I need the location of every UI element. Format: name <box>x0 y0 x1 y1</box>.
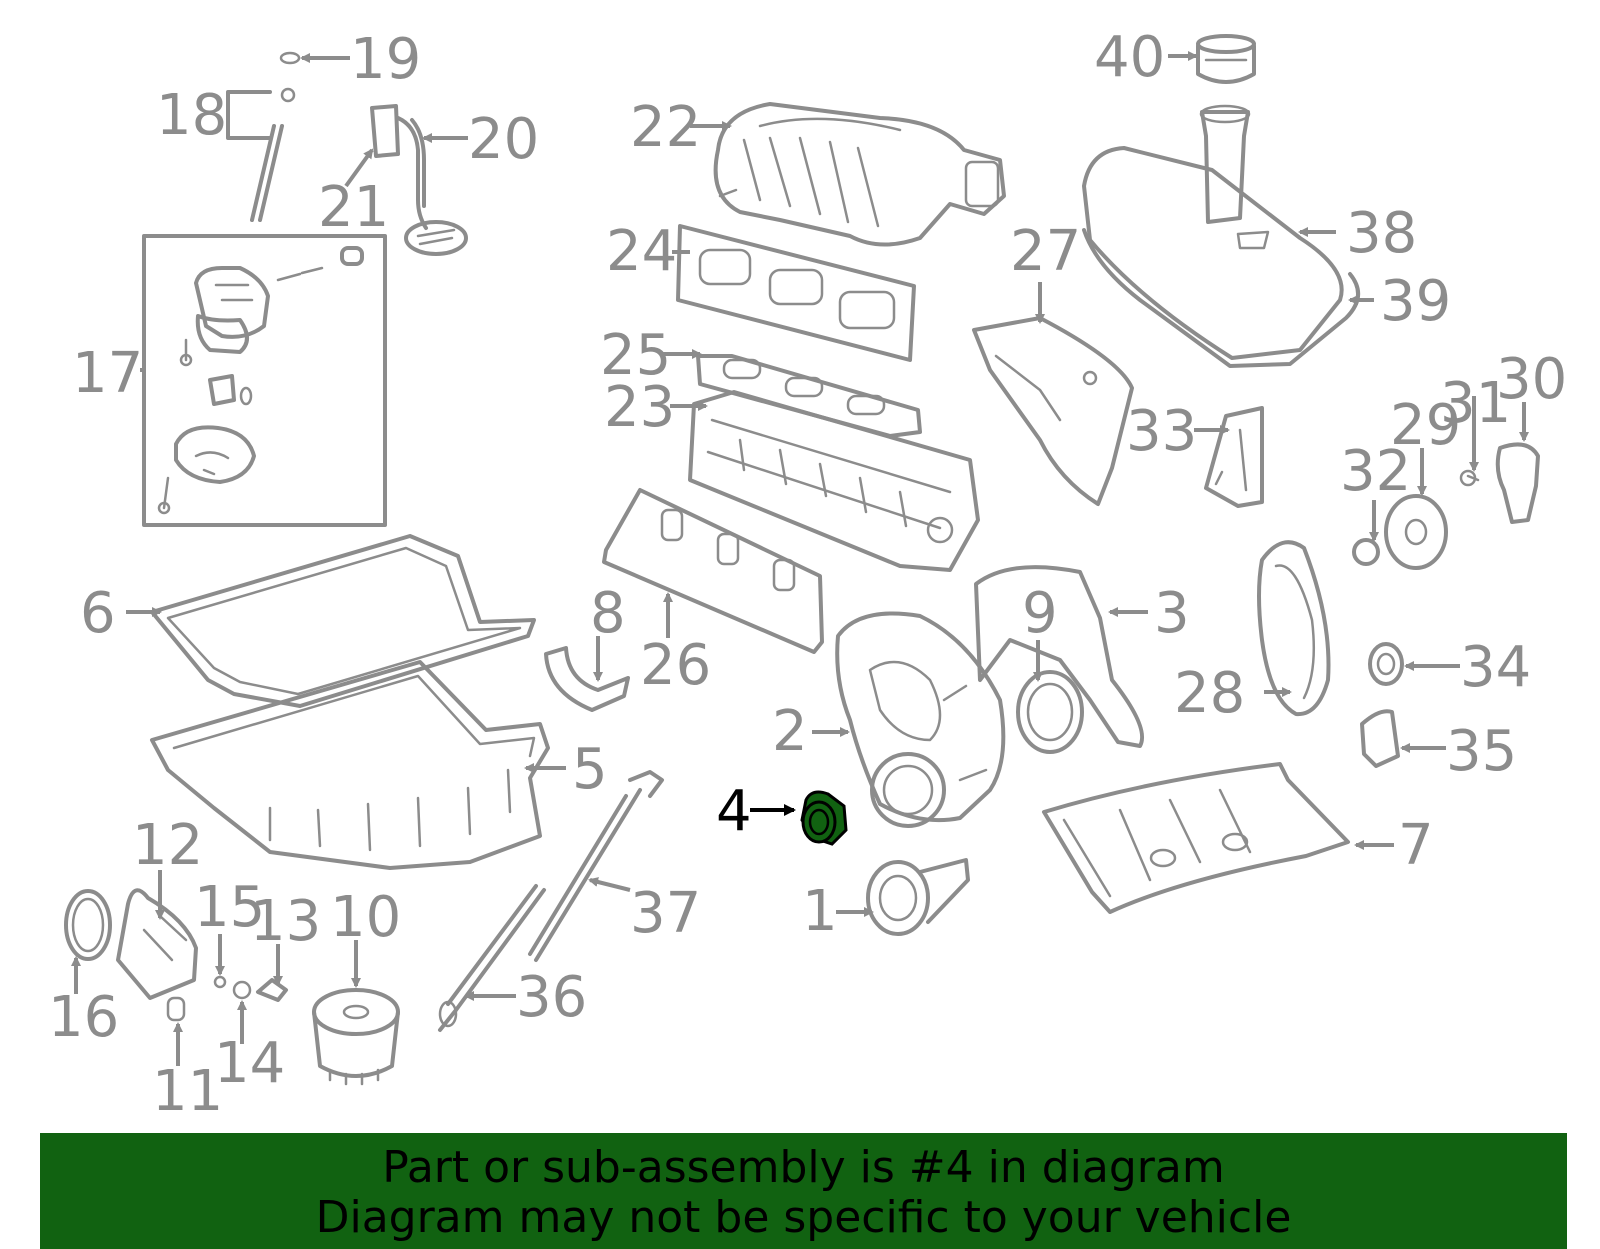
callout-25: 25 <box>600 323 671 388</box>
callout-18: 18 <box>156 83 227 148</box>
callout-26: 26 <box>640 633 711 698</box>
callout-5: 5 <box>572 737 608 802</box>
callout-33: 33 <box>1126 399 1197 464</box>
callout-12: 12 <box>132 813 203 878</box>
callout-31: 31 <box>1440 371 1511 436</box>
leader-lines <box>71 51 1529 1066</box>
callout-27: 27 <box>1010 219 1081 284</box>
callout-29: 29 <box>1390 393 1461 458</box>
filter-adapter-group <box>64 888 288 1022</box>
callout-35: 35 <box>1446 719 1517 784</box>
valve-cover-group <box>1082 34 1360 368</box>
callout-labels: 1 2 3 4 5 6 7 8 9 10 11 12 13 14 15 16 1… <box>48 25 1567 1124</box>
windage-tray <box>1042 762 1350 914</box>
head-gasket <box>602 488 824 654</box>
seal-and-tensioner <box>1360 642 1404 768</box>
cylinder-head-and-gasket <box>688 354 980 572</box>
callout-37: 37 <box>630 881 701 946</box>
dipstick-and-tube <box>438 770 664 1032</box>
callout-38: 38 <box>1346 201 1417 266</box>
callout-14: 14 <box>214 1031 285 1096</box>
callout-15: 15 <box>194 875 265 940</box>
timing-cover-group <box>835 565 1145 828</box>
intake-gasket-set <box>676 224 916 362</box>
footer-line-1: Part or sub-assembly is #4 in diagram <box>382 1142 1225 1193</box>
small-parts-top-left <box>226 51 301 222</box>
callout-1: 1 <box>802 879 838 944</box>
callout-8: 8 <box>590 581 626 646</box>
callout-16: 16 <box>48 985 119 1050</box>
callout-30: 30 <box>1496 347 1567 412</box>
footer-line-2: Diagram may not be specific to your vehi… <box>315 1192 1292 1243</box>
callout-11: 11 <box>152 1059 223 1124</box>
callout-21: 21 <box>318 175 389 240</box>
callout-40: 40 <box>1094 25 1165 90</box>
intake-manifold <box>713 102 1006 247</box>
highlighted-part-4 <box>800 790 848 846</box>
oil-pump-assembly-box <box>142 234 387 527</box>
callout-28: 28 <box>1174 661 1245 726</box>
callout-10: 10 <box>330 885 401 950</box>
callout-17: 17 <box>72 341 143 406</box>
footer-banner: Part or sub-assembly is #4 in diagram Di… <box>40 1133 1567 1249</box>
callout-23: 23 <box>604 375 675 440</box>
oil-filter <box>312 988 400 1086</box>
callout-3: 3 <box>1154 581 1190 646</box>
callout-4: 4 <box>716 779 752 844</box>
oil-pickup-tube <box>370 104 468 256</box>
callout-6: 6 <box>80 581 116 646</box>
crank-bearing <box>544 646 630 712</box>
crank-sprocket <box>866 858 970 936</box>
chain-tensioner-bracket <box>1204 406 1264 508</box>
callout-39: 39 <box>1380 269 1451 334</box>
heat-shield <box>972 316 1134 506</box>
callout-19: 19 <box>350 27 421 92</box>
callout-22: 22 <box>630 95 701 160</box>
callout-36: 36 <box>516 965 587 1030</box>
callout-9: 9 <box>1022 581 1058 646</box>
callout-7: 7 <box>1398 813 1434 878</box>
callout-2: 2 <box>772 699 808 764</box>
callout-32: 32 <box>1340 439 1411 504</box>
timing-chain <box>1257 540 1331 717</box>
oil-pan-group <box>150 534 550 870</box>
callout-34: 34 <box>1460 635 1531 700</box>
callout-24: 24 <box>606 219 677 284</box>
cam-sprocket-group <box>1352 442 1540 570</box>
callout-13: 13 <box>250 889 321 954</box>
callout-20: 20 <box>468 107 539 172</box>
